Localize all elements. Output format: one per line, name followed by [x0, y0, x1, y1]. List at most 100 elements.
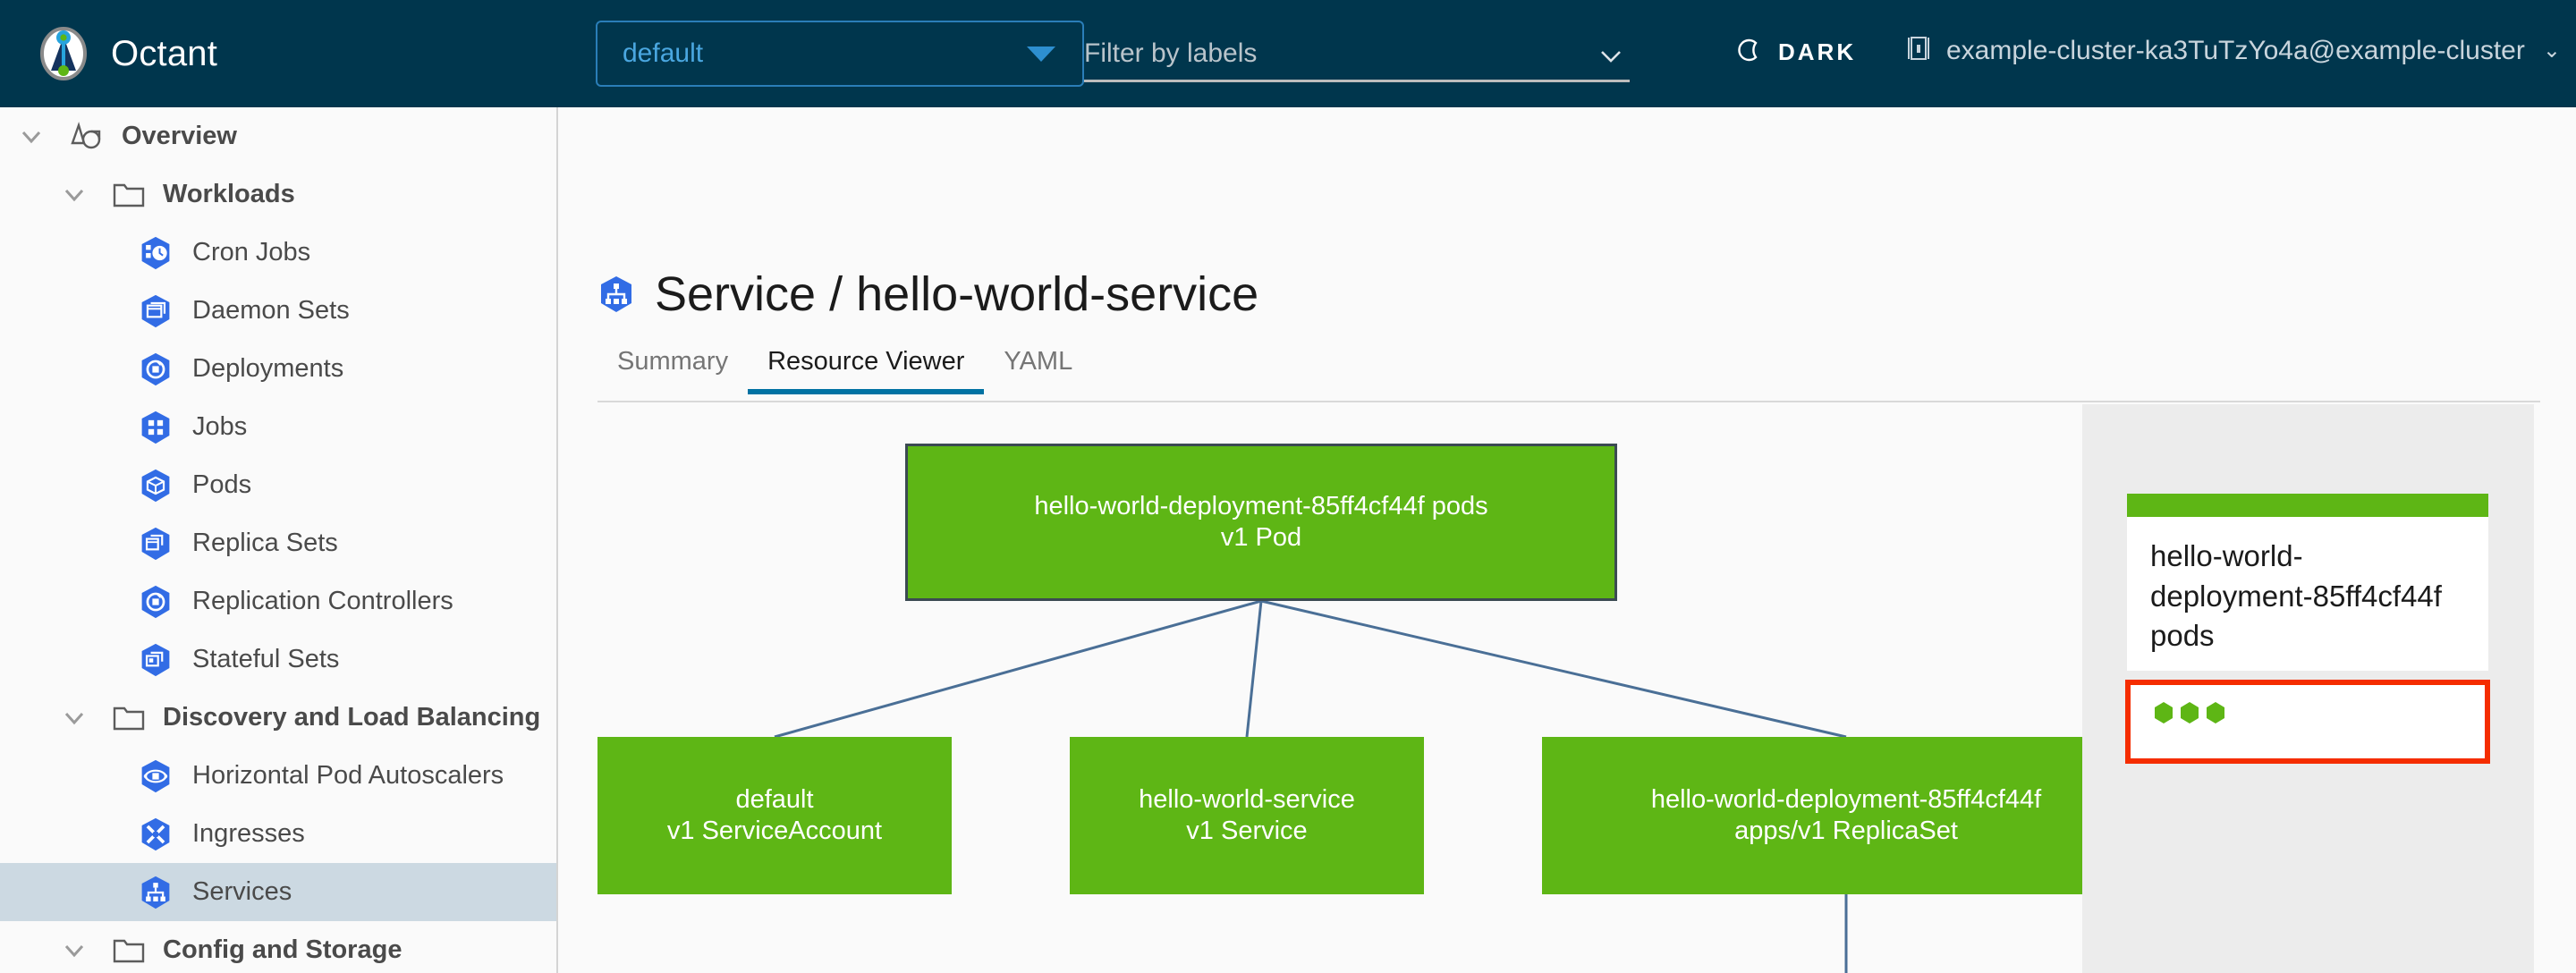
- app-header: Octant default Filter by labels DARK: [0, 0, 2576, 107]
- sidebar-item-label: Cron Jobs: [192, 238, 311, 267]
- resource-graph-edges: [774, 599, 1848, 973]
- sidebar-item-cron-jobs[interactable]: Cron Jobs: [0, 224, 556, 282]
- dark-mode-toggle[interactable]: DARK: [1735, 36, 1856, 69]
- overview-icon: [70, 121, 104, 152]
- k8s-job-icon: [139, 410, 173, 444]
- sidebar-item-daemon-sets[interactable]: Daemon Sets: [0, 282, 556, 340]
- k8s-hpa-icon: [139, 759, 173, 793]
- k8s-service-icon: [597, 275, 635, 313]
- tab-bar: Summary Resource Viewer YAML: [597, 347, 2540, 402]
- octant-logo-icon: [36, 26, 91, 81]
- sidebar-item-label: Config and Storage: [163, 935, 402, 964]
- sidebar-item-label: Horizontal Pod Autoscalers: [192, 761, 504, 790]
- main-content: Service / hello-world-service Summary Res…: [560, 107, 2576, 973]
- sidebar-item-ingresses[interactable]: Ingresses: [0, 805, 556, 863]
- detail-card-body: hello-world-deployment-85ff4cf44f pods: [2127, 517, 2488, 671]
- pod-status-highlight: [2125, 679, 2490, 764]
- graph-node-kind: apps/v1 ReplicaSet: [1734, 816, 1958, 845]
- folder-icon: [113, 704, 145, 732]
- k8s-statefulset-icon: [139, 643, 173, 677]
- sidebar-item-label: Workloads: [163, 180, 295, 208]
- graph-edge: [774, 599, 1262, 739]
- sidebar-item-discovery-and-load-balancing[interactable]: Discovery and Load Balancing: [0, 689, 556, 747]
- graph-node-name: hello-world-deployment-85ff4cf44f: [1650, 784, 2042, 814]
- k8s-replicationcontroller-icon: [139, 585, 173, 619]
- cluster-icon: [1905, 34, 1932, 67]
- sidebar-item-label: Jobs: [192, 412, 248, 441]
- pod-status-dot[interactable]: [2178, 701, 2201, 724]
- pod-status-dot[interactable]: [2152, 701, 2175, 724]
- chevron-down-icon[interactable]: [59, 180, 89, 210]
- graph-edge: [1245, 600, 1263, 738]
- folder-icon: [113, 181, 145, 209]
- sidebar-item-label: Overview: [122, 122, 237, 150]
- graph-node-name: default: [735, 784, 814, 814]
- k8s-daemonset-icon: [139, 294, 173, 328]
- detail-card-accent-bar: [2127, 494, 2488, 517]
- chevron-down-icon[interactable]: [59, 703, 89, 733]
- cluster-name: example-cluster-ka3TuTzYo4a@example-clus…: [1946, 35, 2525, 65]
- sidebar-item-label: Discovery and Load Balancing: [163, 703, 541, 732]
- tab-resource-viewer[interactable]: Resource Viewer: [748, 347, 985, 394]
- moon-icon: [1735, 36, 1764, 69]
- page-title-text: Service / hello-world-service: [655, 267, 1259, 321]
- sidebar-item-replica-sets[interactable]: Replica Sets: [0, 514, 556, 572]
- label-filter-placeholder: Filter by labels: [1084, 38, 1258, 68]
- tab-summary[interactable]: Summary: [617, 347, 729, 376]
- detail-panel: hello-world-deployment-85ff4cf44f pods: [2082, 404, 2534, 973]
- folder-icon: [113, 936, 145, 965]
- chevron-down-icon: [1027, 46, 1055, 62]
- graph-node-name: hello-world-service: [1139, 784, 1355, 814]
- resource-graph: hello-world-deployment-85ff4cf44f pods v1…: [597, 404, 2150, 973]
- sidebar-item-stateful-sets[interactable]: Stateful Sets: [0, 630, 556, 689]
- cluster-selector[interactable]: example-cluster-ka3TuTzYo4a@example-clus…: [1905, 34, 2561, 67]
- k8s-replicaset-icon: [139, 527, 173, 561]
- k8s-service-icon: [139, 876, 173, 910]
- graph-node-name: hello-world-deployment-85ff4cf44f pods: [1034, 491, 1488, 520]
- graph-edge: [1260, 599, 1847, 739]
- namespace-select-value: default: [623, 38, 704, 68]
- graph-node-pod[interactable]: hello-world-deployment-85ff4cf44f pods v1…: [905, 444, 1617, 601]
- sidebar-item-label: Services: [192, 877, 292, 906]
- graph-node-kind: v1 ServiceAccount: [666, 816, 883, 845]
- sidebar-item-jobs[interactable]: Jobs: [0, 398, 556, 456]
- dark-mode-label: DARK: [1778, 38, 1857, 65]
- page-title: Service / hello-world-service: [597, 267, 1258, 322]
- namespace-select[interactable]: default: [596, 21, 1084, 87]
- graph-node-kind: v1 Pod: [1220, 523, 1302, 552]
- chevron-down-icon[interactable]: [16, 122, 47, 152]
- detail-card[interactable]: hello-world-deployment-85ff4cf44f pods: [2125, 494, 2490, 764]
- sidebar-item-label: Ingresses: [192, 819, 305, 848]
- sidebar-item-label: Daemon Sets: [192, 296, 350, 325]
- k8s-pod-icon: [139, 469, 173, 503]
- k8s-ingress-icon: [139, 817, 173, 851]
- label-filter-input[interactable]: Filter by labels: [1084, 27, 1630, 82]
- brand[interactable]: Octant: [36, 26, 217, 81]
- chevron-down-icon: ⌄: [2542, 38, 2561, 63]
- sidebar-item-label: Stateful Sets: [192, 645, 340, 673]
- sidebar-item-config-and-storage[interactable]: Config and Storage: [0, 921, 556, 973]
- sidebar-item-services[interactable]: Services: [0, 863, 556, 921]
- chevron-down-icon[interactable]: [59, 935, 89, 966]
- sidebar-item-label: Pods: [192, 470, 252, 499]
- sidebar-item-workloads[interactable]: Workloads: [0, 165, 556, 224]
- pod-status-dot[interactable]: [2204, 701, 2227, 724]
- brand-name: Octant: [111, 33, 218, 73]
- chevron-down-icon[interactable]: [1599, 45, 1623, 68]
- sidebar-item-label: Deployments: [192, 354, 344, 383]
- graph-node-kind: v1 Service: [1186, 816, 1308, 845]
- sidebar-item-label: Replication Controllers: [192, 587, 453, 615]
- sidebar-item-deployments[interactable]: Deployments: [0, 340, 556, 398]
- sidebar-item-overview[interactable]: Overview: [0, 107, 556, 165]
- sidebar-item-replication-controllers[interactable]: Replication Controllers: [0, 572, 556, 630]
- k8s-deployment-icon: [139, 352, 173, 386]
- sidebar-item-pods[interactable]: Pods: [0, 456, 556, 514]
- sidebar-item-horizontal-pod-autoscalers[interactable]: Horizontal Pod Autoscalers: [0, 747, 556, 805]
- k8s-cronjob-icon: [139, 236, 173, 270]
- tab-yaml[interactable]: YAML: [1004, 347, 1073, 376]
- detail-card-title: hello-world-deployment-85ff4cf44f pods: [2150, 539, 2442, 653]
